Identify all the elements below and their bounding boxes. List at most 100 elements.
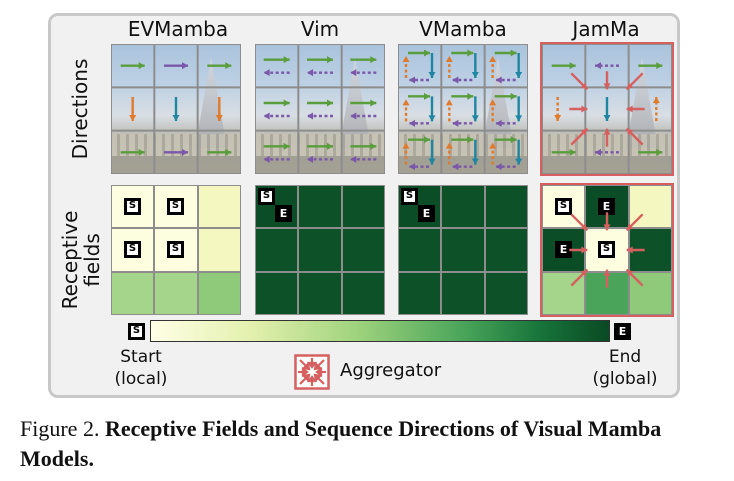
direction-arrow-head [594,62,601,70]
direction-arrow-head [225,62,232,70]
direction-arrow-head [580,128,588,136]
receptive-cell [197,185,241,229]
direction-arrow-head [594,148,601,156]
direction-arrow-head [215,114,223,121]
caption-prefix: Figure 2. [20,416,100,441]
receptive-colorbar [150,320,610,342]
direction-arrow-head [428,72,436,78]
direction-arrow-head [452,119,459,127]
start-badge: S [167,241,184,258]
start-badge: S [598,241,615,258]
direction-arrow-head [424,92,430,100]
receptive-cell [398,271,442,315]
direction-arrow-head [471,115,479,122]
direction-arrow-head [283,142,290,150]
direction-arrow-head [626,105,633,113]
receptive-cell [298,271,342,315]
receptive-cell [341,228,385,272]
legend-start-label: Start (local) [96,346,186,390]
direction-arrow-head [495,76,502,84]
direction-arrow-head [326,56,333,64]
direction-arrow-head [326,142,333,150]
receptive-cell [298,228,342,272]
direction-arrow-head [471,158,479,165]
directions-grid-jamma [540,42,674,176]
direction-arrow-head [581,246,588,254]
start-line1: Start [120,347,162,367]
receptive-cell [341,271,385,315]
receptive-cell [197,271,241,315]
direction-arrow-head [428,158,436,165]
direction-arrow-head [370,142,377,150]
jamma-aggregator-arrows [569,212,645,288]
direction-arrow-head [350,112,357,120]
direction-arrow-head [225,148,232,156]
direction-arrow-head [467,49,474,57]
legend-end-badge: E [614,323,631,340]
direction-arrow-head [603,224,611,231]
direction-arrow-head [580,82,588,90]
direction-arrow-head [489,99,497,106]
aggregator-icon [294,354,330,390]
receptive-cell [441,228,485,272]
direction-arrow-head [452,76,459,84]
direction-arrow-head [402,99,410,106]
receptive-cell [197,228,241,272]
direction-arrow-head [580,269,588,277]
direction-arrow-head [263,112,270,120]
receptive-cell [484,228,528,272]
direction-arrow-head [467,136,474,144]
direction-arrow-head [445,142,453,149]
direction-arrow-head [569,62,576,70]
direction-arrow-head [510,136,517,144]
direction-arrow-head [581,105,588,113]
direction-arrow-head [350,69,357,77]
directions-grid-vim [255,44,385,174]
receptive-cell [255,271,299,315]
direction-arrow-head [370,56,377,64]
direction-arrow-head [172,114,180,121]
start-badge: S [555,198,572,215]
direction-arrow-head [489,142,497,149]
direction-arrow-head [603,114,611,121]
direction-arrow-head [424,49,430,57]
evmamba-direction-arrows [111,44,241,174]
direction-arrow-head [515,158,523,165]
column-title-jamma: JamMa [572,17,640,41]
direction-arrow-head [138,148,145,156]
vmamba-direction-arrows [398,44,528,174]
receptive-cell [441,271,485,315]
direction-arrow-head [656,62,663,70]
direction-arrow-head [489,56,497,62]
direction-arrow-head [603,83,611,90]
direction-arrow-head [263,69,270,77]
row-label-directions: Directions [68,58,92,160]
direction-arrow-head [467,92,474,100]
direction-arrow-head [652,96,660,103]
legend-start-badge: S [128,323,145,340]
receptive-cell [441,185,485,229]
direction-arrow-head [495,163,502,171]
direction-arrow-head [626,246,633,254]
direction-arrow-head [428,115,436,122]
direction-arrow-head [306,112,313,120]
direction-arrow-head [569,148,576,156]
direction-arrow-head [138,62,145,70]
end-badge: E [418,205,435,222]
background-photo [255,44,385,174]
direction-arrow-head [580,223,588,231]
direction-arrow-head [306,155,313,163]
direction-arrow-head [370,99,377,107]
receptive-cell [628,185,672,229]
legend-aggregator-label: Aggregator [340,360,442,381]
caption-title: Receptive Fields and Sequence Directions… [20,416,662,471]
direction-arrow-head [603,128,611,135]
receptive-cell [111,271,155,315]
vim-direction-arrows [255,44,385,174]
receptive-cell [298,185,342,229]
direction-arrow-head [626,128,634,136]
